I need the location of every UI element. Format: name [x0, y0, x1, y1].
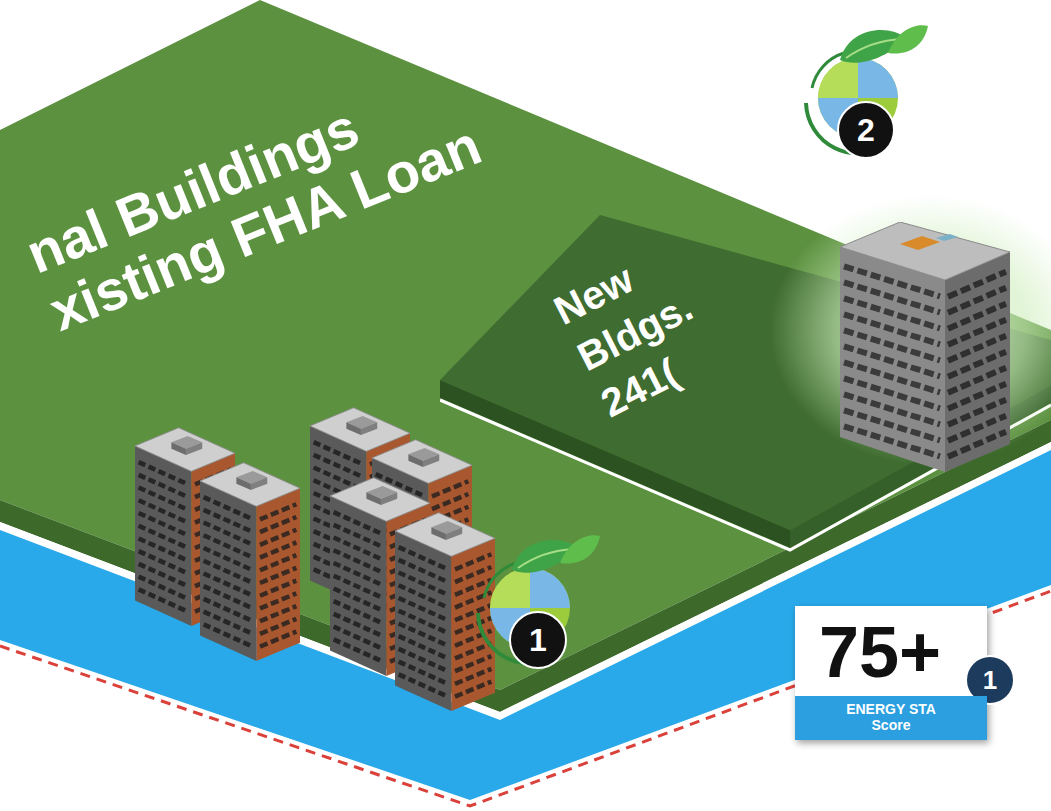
- callout-number: 2: [857, 114, 875, 146]
- tower-building: [840, 222, 1010, 472]
- callout-number: 1: [983, 667, 997, 693]
- eco-globe-icon: [478, 535, 600, 668]
- score-caption: ENERGY STA Score: [841, 701, 941, 733]
- apartment-building: [395, 513, 495, 711]
- callout-number: 1: [529, 624, 547, 656]
- apartment-building: [200, 463, 300, 661]
- energy-star-card: 75+ ENERGY STA Score: [795, 606, 987, 740]
- callout-badge: [966, 656, 1014, 704]
- score-value: 75+: [819, 616, 941, 688]
- eco-globe-icon: [806, 25, 928, 158]
- score-bar: ENERGY STA Score: [795, 696, 987, 740]
- label-anchor: 1: [516, 618, 560, 662]
- label-anchor: 2: [844, 108, 888, 152]
